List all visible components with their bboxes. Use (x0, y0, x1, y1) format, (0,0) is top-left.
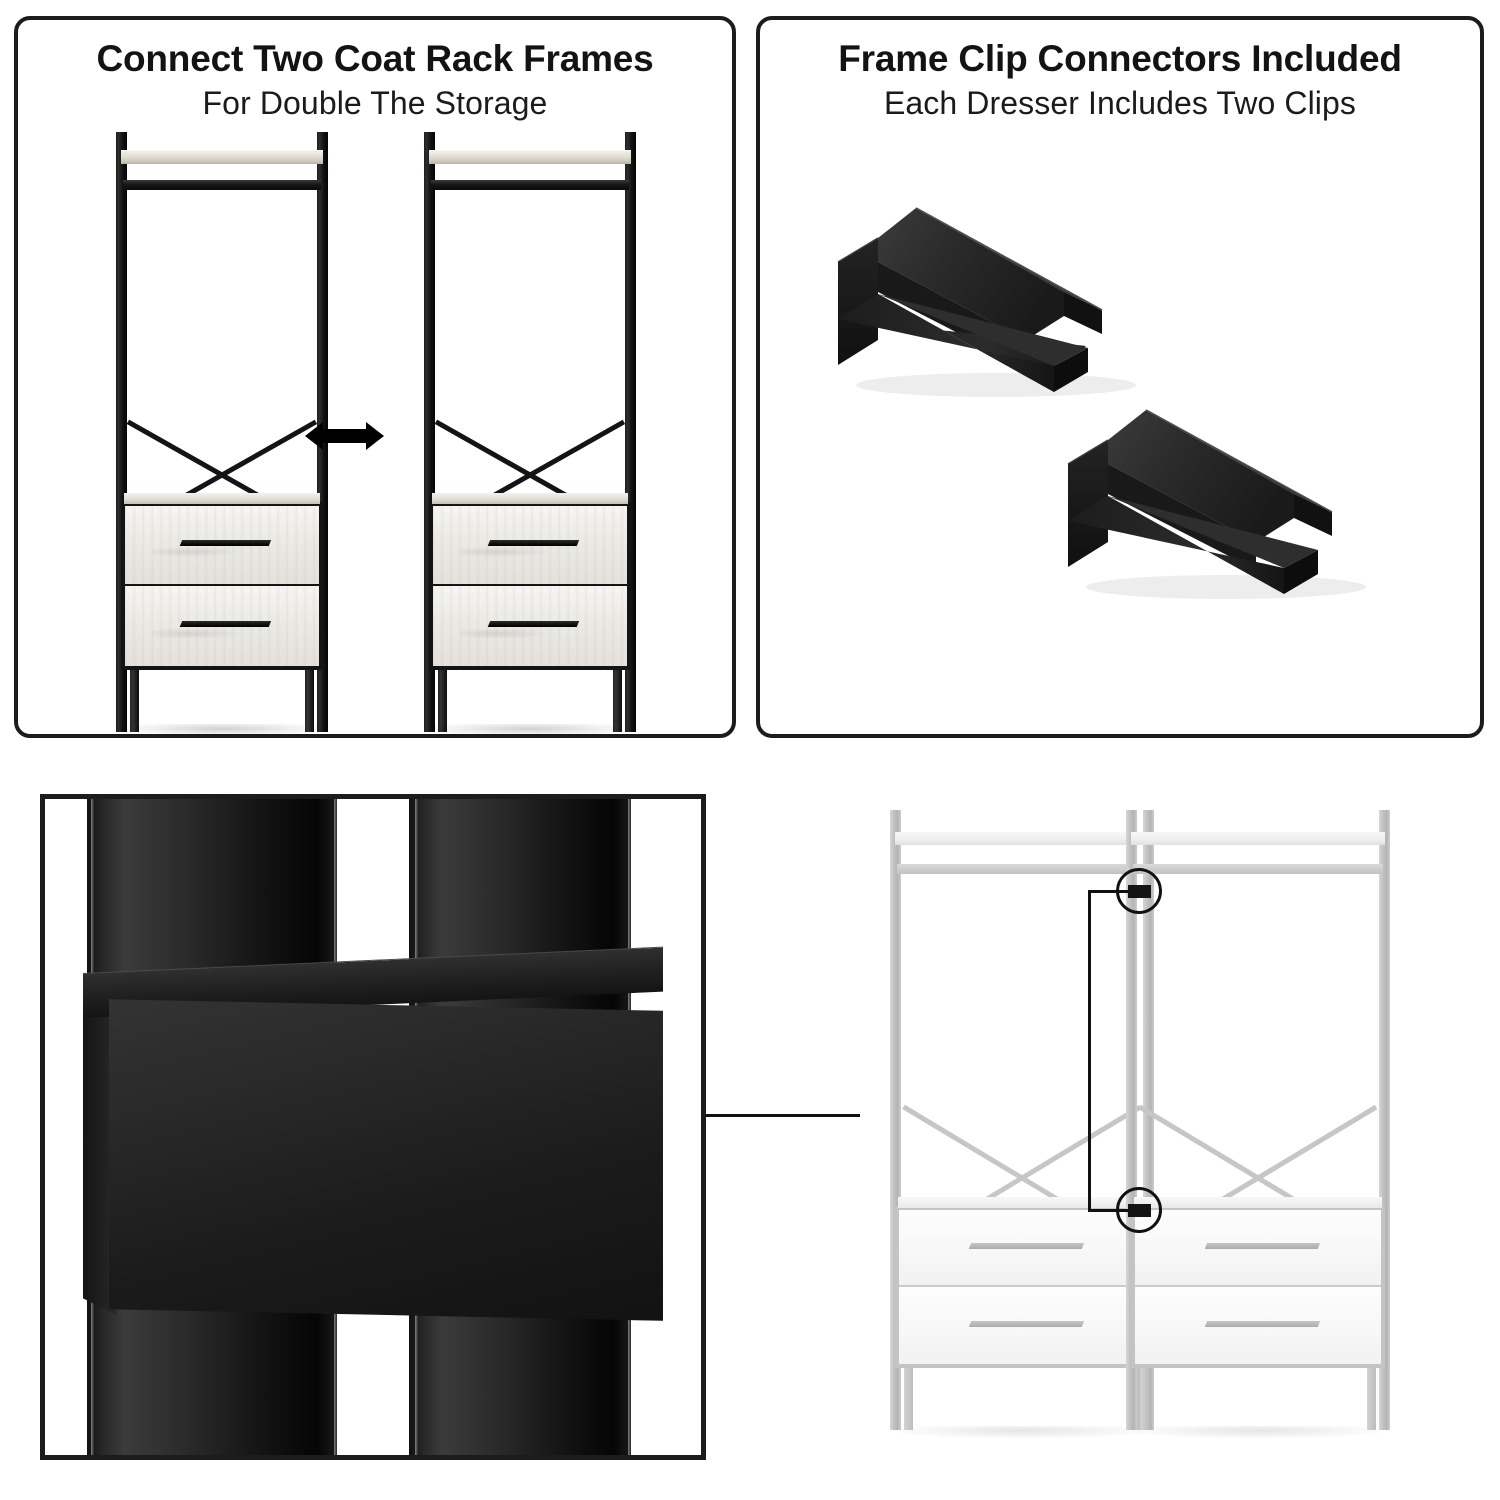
rack-drawer-cabinet (121, 493, 323, 670)
drawer-upper (433, 506, 627, 586)
diagram-drawer-pull-icon (968, 1320, 1085, 1327)
callout-lower-clip (1116, 1187, 1162, 1233)
connect-subtitle: For Double The Storage (202, 85, 548, 122)
drawer-lower (125, 586, 319, 666)
panel-frame-clips: Frame Clip Connectors Included Each Dres… (756, 16, 1484, 738)
cabinet-top-surface (432, 493, 628, 504)
diagram-frame-right (1126, 810, 1390, 1460)
diagram-drawer-lower (1135, 1287, 1381, 1364)
diagram-post-right (1143, 810, 1154, 1430)
coat-rack-frame-right (424, 132, 636, 736)
clip-closeup-image (45, 799, 701, 1455)
diagram-cabinet-top (1134, 1197, 1382, 1208)
panel-connect-frames: Connect Two Coat Rack Frames For Double … (14, 16, 736, 738)
closeup-clip-bracket (83, 946, 663, 1321)
rack-drawer-cabinet (429, 493, 631, 670)
rack-post-left (424, 132, 435, 732)
drawer-pull-icon (179, 621, 272, 628)
rack-leg-right (305, 670, 314, 732)
frame-clip-connector-1 (816, 180, 1156, 400)
leader-line-to-lower-callout (1088, 1209, 1138, 1212)
diagram-post-left (1126, 810, 1137, 1430)
diagram-top-shelf (895, 832, 1149, 845)
diagram-drawer-pull-icon (1204, 1243, 1321, 1249)
diagram-leg-left (1140, 1368, 1149, 1430)
clip-shape-icon (837, 207, 1136, 397)
drawer-pull-icon (179, 540, 272, 547)
clips-subtitle: Each Dresser Includes Two Clips (883, 85, 1357, 122)
diagram-drawer-cabinet (1131, 1197, 1385, 1368)
rack-top-shelf (121, 150, 323, 164)
coat-rack-frame-left (116, 132, 328, 736)
panel-clip-placement-diagram (860, 780, 1420, 1480)
rack-leg-left (130, 670, 139, 732)
drawer-upper (125, 506, 319, 586)
diagram-leg-left (904, 1368, 913, 1430)
leader-line-vertical-lower (1088, 1114, 1091, 1212)
panel-clip-closeup (40, 794, 706, 1460)
rack-top-shelf (429, 150, 631, 164)
drawer-pull-icon (487, 621, 580, 628)
connect-heading-block: Connect Two Coat Rack Frames For Double … (18, 38, 732, 123)
diagram-hanging-rod (897, 864, 1147, 874)
drawer-pull-icon (487, 540, 580, 547)
leader-line-to-upper-callout (1088, 890, 1138, 893)
clips-title: Frame Clip Connectors Included (838, 38, 1402, 79)
diagram-cabinet-top (898, 1197, 1146, 1208)
rack-post-left (116, 132, 127, 732)
diagram-drawer-lower (899, 1287, 1145, 1364)
frame-clip-connector-2 (1046, 382, 1386, 602)
clip-shape-icon (1067, 409, 1366, 599)
diagram-shadow (900, 1426, 1144, 1438)
leader-line-vertical-upper (1088, 890, 1091, 1120)
callout-upper-clip (1116, 868, 1162, 914)
diagram-drawer-upper (1135, 1210, 1381, 1287)
rack-hanging-rod (431, 180, 629, 190)
clips-heading-block: Frame Clip Connectors Included Each Dres… (760, 38, 1480, 123)
diagram-drawer-upper (899, 1210, 1145, 1287)
diagram-top-shelf (1131, 832, 1385, 845)
diagram-drawer-pull-icon (968, 1243, 1085, 1249)
connect-title: Connect Two Coat Rack Frames (96, 38, 654, 79)
diagram-drawer-cabinet (895, 1197, 1149, 1368)
cabinet-top-surface (124, 493, 320, 504)
placement-diagram (860, 780, 1420, 1480)
rack-shadow (120, 724, 324, 736)
diagram-shadow (1136, 1426, 1380, 1438)
clip-front-face (109, 999, 663, 1321)
diagram-leg-right (1367, 1368, 1376, 1430)
diagram-drawer-pull-icon (1204, 1320, 1321, 1327)
rack-hanging-rod (123, 180, 321, 190)
rack-shadow (428, 724, 632, 736)
diagram-post-right (1379, 810, 1390, 1430)
clip-marker-icon (1127, 1203, 1151, 1217)
diagram-hanging-rod (1133, 864, 1383, 874)
diagram-post-left (890, 810, 901, 1430)
clip-marker-icon (1127, 884, 1151, 898)
rack-leg-left (438, 670, 447, 732)
rack-post-right (625, 132, 636, 732)
rack-leg-right (613, 670, 622, 732)
diagram-frame-left (890, 810, 1154, 1460)
drawer-lower (433, 586, 627, 666)
